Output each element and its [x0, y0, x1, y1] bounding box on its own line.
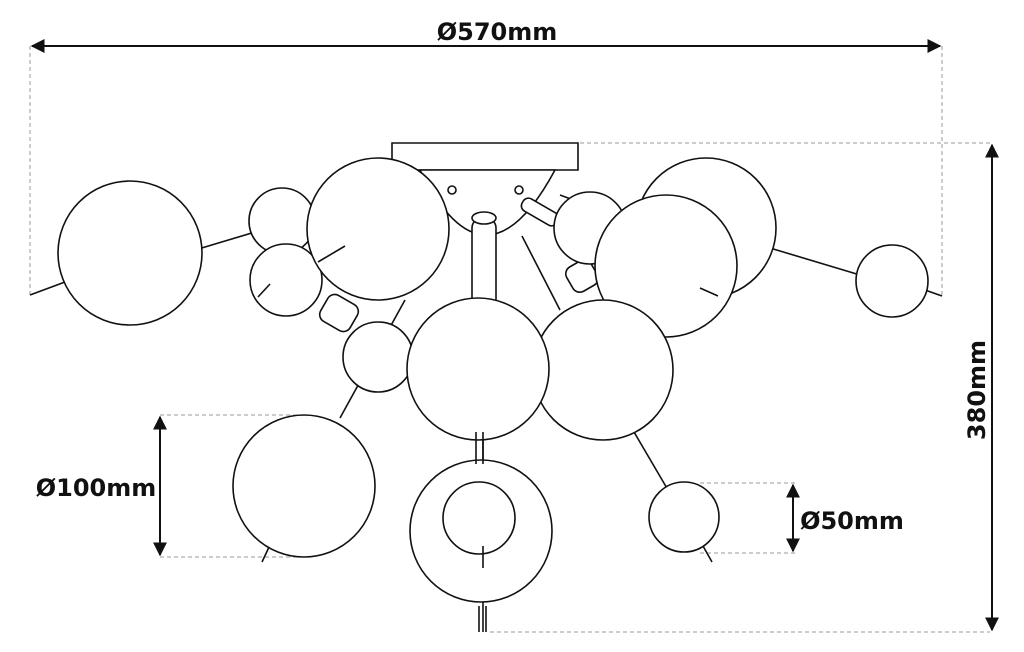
fixture — [29, 142, 943, 632]
globe — [406, 297, 550, 441]
globe — [306, 157, 450, 301]
canopy — [391, 142, 579, 171]
width-label: Ø570mm — [437, 18, 558, 46]
globe — [342, 321, 414, 393]
socket-right — [565, 259, 599, 293]
extension-lines — [29, 46, 990, 633]
globe — [594, 194, 738, 338]
globe — [532, 299, 674, 441]
globe — [57, 180, 203, 326]
large-globe-label: Ø100mm — [36, 474, 157, 502]
globe — [648, 481, 720, 553]
globe — [855, 244, 929, 318]
globe — [442, 481, 516, 555]
globe — [249, 243, 323, 317]
rod-stubs — [257, 245, 719, 632]
dimension-arrows — [30, 39, 999, 632]
height-label: 380mm — [963, 340, 991, 440]
socket-left — [318, 293, 360, 333]
globe — [232, 414, 376, 558]
small-globe-label: Ø50mm — [800, 507, 904, 535]
